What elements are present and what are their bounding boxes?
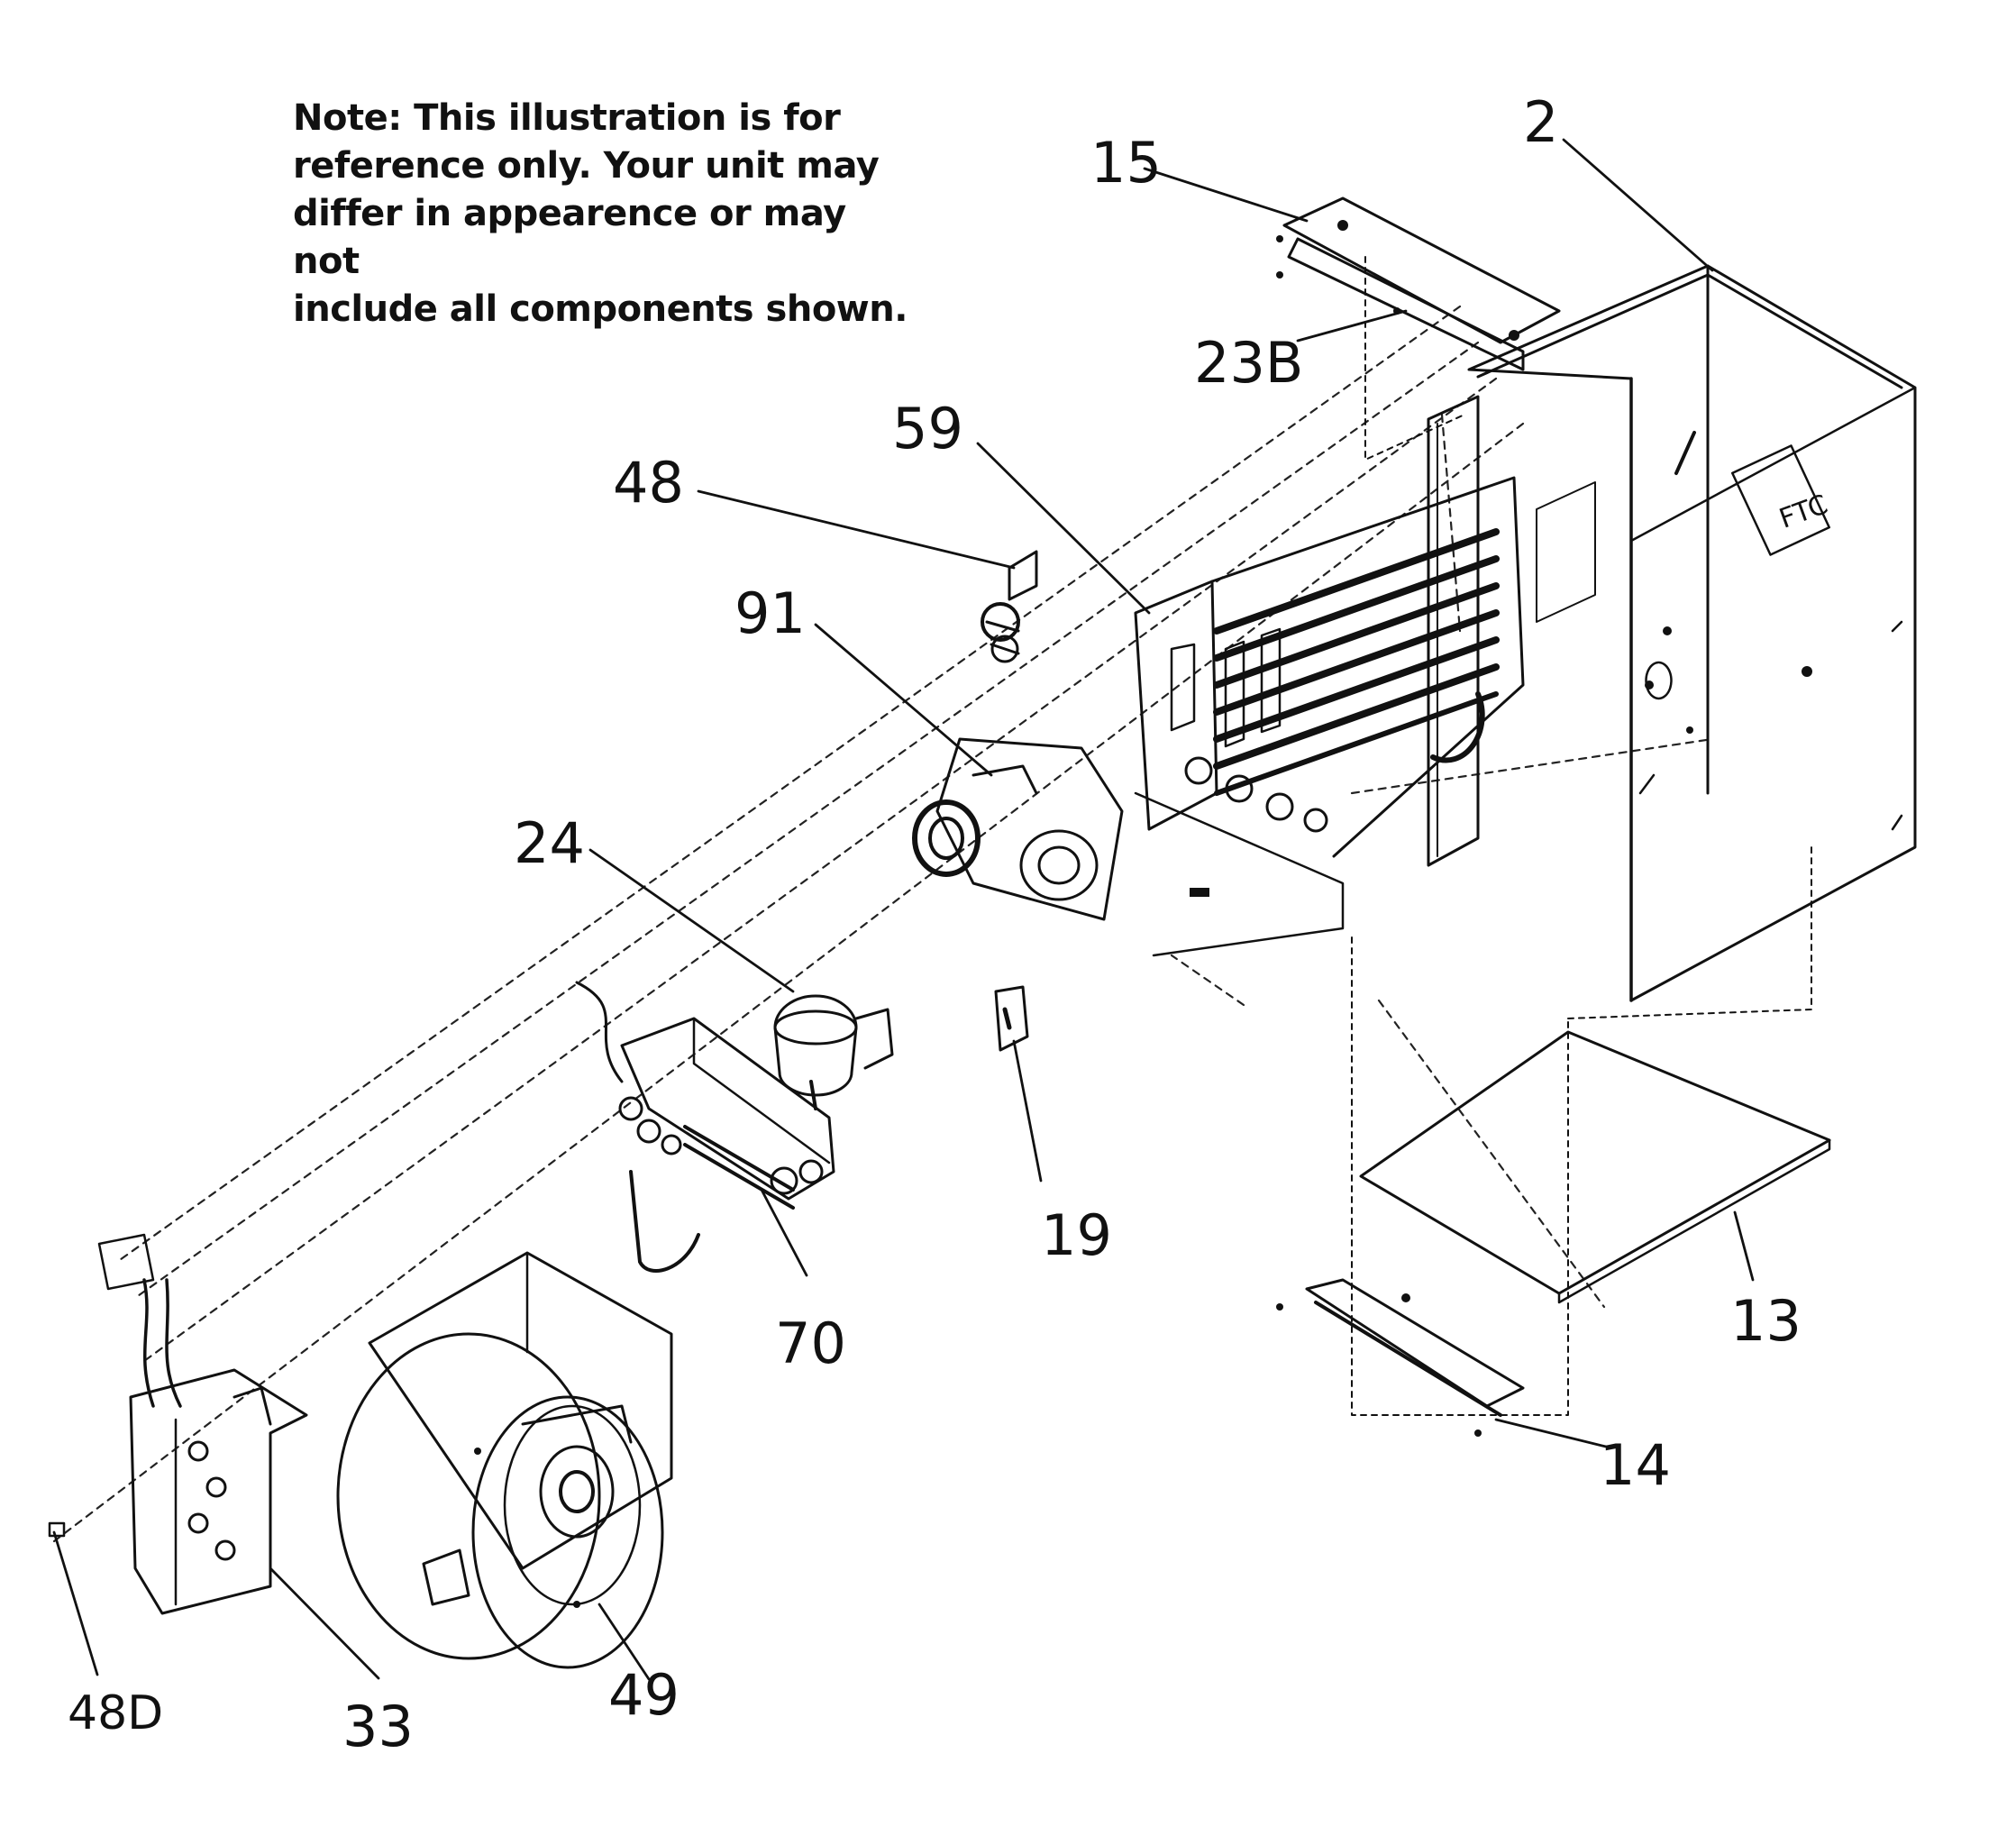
note-line: reference only. Your unit may [293, 145, 880, 187]
callout-13: 13 [1730, 1288, 1802, 1354]
reference-note: Note: This illustration is for reference… [293, 95, 924, 333]
callout-2: 2 [1523, 89, 1559, 155]
base-rail-part [1276, 1278, 1525, 1437]
burner-assembly-part [575, 981, 835, 1273]
bottom-panel-part [1359, 1030, 1831, 1304]
callout-48d: 48D [68, 1686, 164, 1740]
callout-91: 91 [734, 580, 806, 646]
callout-14: 14 [1600, 1432, 1671, 1498]
callout-19: 19 [1041, 1202, 1112, 1268]
callout-70: 70 [775, 1311, 846, 1376]
explode-guide-lines [52, 305, 1714, 1543]
callout-59: 59 [892, 396, 963, 461]
note-line: differ in appearence or may not [293, 193, 846, 282]
note-line: Note: This illustration is for [293, 97, 841, 139]
callout-48: 48 [613, 450, 684, 516]
panel-mark: FTC [1775, 489, 1832, 534]
control-board-part [48, 1233, 308, 1615]
callout-24: 24 [514, 810, 585, 876]
cabinet-part [1351, 264, 1917, 1416]
heat-exchanger-part [1134, 476, 1525, 957]
limit-switch-part [981, 550, 1038, 663]
callout-49: 49 [608, 1662, 680, 1728]
callout-33: 33 [342, 1694, 414, 1759]
leader-lines [52, 138, 1755, 1681]
blower-assembly-part [336, 1251, 673, 1669]
callout-23b: 23B [1194, 330, 1304, 396]
flame-sensor-part [994, 985, 1029, 1052]
inducer-assembly-part [912, 737, 1124, 921]
top-bracket-part [1276, 196, 1561, 461]
note-line: include all components shown. [293, 288, 908, 330]
callout-15: 15 [1090, 130, 1162, 196]
